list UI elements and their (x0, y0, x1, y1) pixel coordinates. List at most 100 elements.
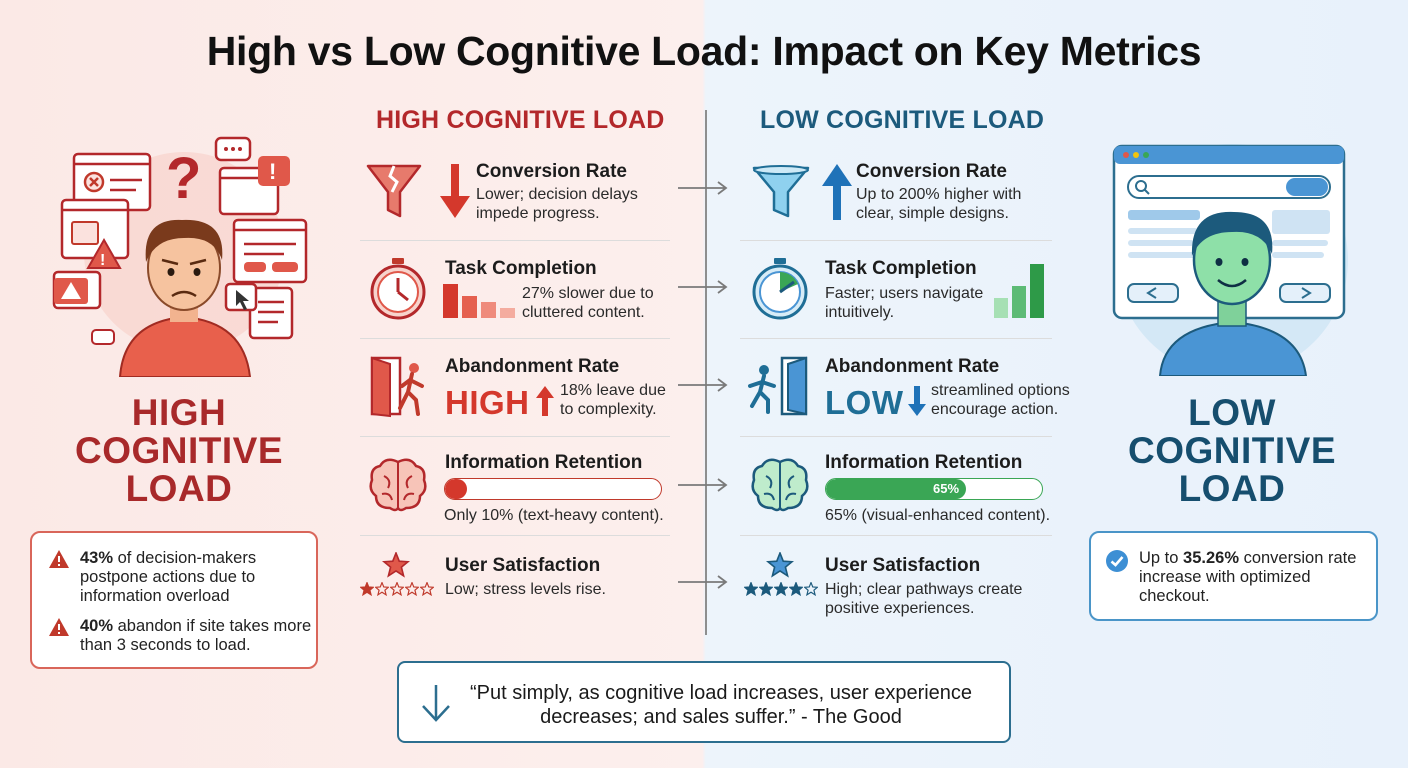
bar-track (444, 478, 662, 500)
stat-value: 43% (80, 549, 114, 567)
task-desc-low: Faster; users navigate intuitively. (825, 285, 984, 321)
conversion-title-low: Conversion Rate (856, 161, 1007, 182)
overloaded-user-illustration: ? ! ! (52, 136, 308, 377)
star-rating-star (375, 582, 389, 596)
stopwatch-icon (752, 258, 808, 320)
quote-box: “Put simply, as cognitive load increases… (397, 661, 1011, 743)
row-separator (360, 338, 670, 339)
row-separator (740, 535, 1052, 536)
retention-bar-high: 10% (444, 478, 662, 500)
bar-fill (826, 479, 967, 499)
right-arrow-icon (678, 575, 728, 589)
heading-line: COGNITIVE (74, 430, 284, 471)
retention-desc-low: 65% (visual-enhanced content). (825, 507, 1051, 524)
satisfaction-title-low: User Satisfaction (825, 555, 981, 576)
relaxed-user-illustration (1112, 144, 1348, 376)
star-icon (766, 552, 794, 578)
star-rating-low (744, 582, 820, 596)
row-separator (360, 436, 670, 437)
brain-icon (751, 458, 809, 512)
bar-track (825, 478, 1043, 500)
star-rating-star (420, 582, 434, 596)
row-separator (740, 338, 1052, 339)
stopwatch-icon (370, 258, 426, 320)
exit-door-icon (370, 356, 424, 418)
heading-line: COGNITIVE (1127, 430, 1337, 471)
heading-line: LOAD (125, 468, 233, 509)
satisfaction-desc-high: Low; stress levels rise. (445, 581, 606, 598)
row-separator (740, 240, 1052, 241)
star-icon (382, 552, 410, 578)
high-load-stats-callout: 43% of decision-makers postpone actions … (30, 531, 318, 669)
stat-abandon: 40% abandon if site takes more than 3 se… (80, 617, 312, 655)
stat-value: 35.26% (1183, 549, 1239, 567)
stat-text: of decision-makers postpone actions due … (80, 549, 257, 605)
star-rating-star (744, 582, 758, 596)
row-separator (360, 240, 670, 241)
bar-label: 10% (473, 481, 501, 496)
star-rating-star (360, 582, 374, 596)
rising-bars-icon (994, 264, 1044, 318)
high-load-side-heading: HIGH COGNITIVE LOAD (44, 394, 314, 508)
satisfaction-desc-low: High; clear pathways create positive exp… (825, 581, 1023, 617)
row-separator (740, 436, 1052, 437)
star-rating-star (759, 582, 773, 596)
low-load-column-heading: LOW COGNITIVE LOAD (760, 106, 1045, 134)
star-rating-star (405, 582, 419, 596)
heading-line: LOAD (1178, 468, 1286, 509)
high-load-column-heading: HIGH COGNITIVE LOAD (376, 106, 665, 134)
abandonment-title-low: Abandonment Rate (825, 356, 1000, 377)
row-separator (360, 535, 670, 536)
check-circle-icon (1106, 550, 1128, 572)
retention-desc-high: Only 10% (text-heavy content). (444, 507, 664, 524)
stat-text: conversion rate increase with optimized … (1139, 549, 1357, 605)
retention-title-high: Information Retention (445, 452, 643, 473)
star-rating-star (804, 582, 818, 596)
broken-funnel-icon (366, 164, 422, 218)
up-arrow-icon (822, 164, 852, 220)
star-rating-star (774, 582, 788, 596)
down-arrow-icon (440, 164, 470, 218)
bar-fill (445, 479, 467, 499)
down-arrow-icon (908, 386, 926, 416)
down-arrow-icon (422, 685, 450, 722)
stat-checkout: Up to 35.26% conversion rate increase wi… (1139, 549, 1375, 606)
task-title-high: Task Completion (445, 258, 597, 279)
right-arrow-icon (678, 181, 728, 195)
task-title-low: Task Completion (825, 258, 977, 279)
warning-icon (49, 618, 69, 636)
bar-label: 65% (932, 481, 960, 496)
conversion-title-high: Conversion Rate (476, 161, 627, 182)
stat-text: abandon if site takes more than 3 second… (80, 617, 312, 654)
stat-value: 40% (80, 617, 114, 635)
retention-title-low: Information Retention (825, 452, 1023, 473)
svg-text:!: ! (269, 159, 276, 184)
page-title: High vs Low Cognitive Load: Impact on Ke… (206, 28, 1202, 74)
up-arrow-icon (536, 386, 554, 416)
low-load-stats-callout: Up to 35.26% conversion rate increase wi… (1089, 531, 1378, 621)
satisfaction-title-high: User Satisfaction (445, 555, 601, 576)
star-rating-high (360, 582, 436, 596)
retention-bar-low: 65% (825, 478, 1043, 500)
abandonment-desc-low: streamlined options encourage action. (931, 382, 1070, 418)
stat-prefix: Up to (1139, 549, 1184, 567)
declining-bars-icon (443, 284, 515, 318)
conversion-desc-low: Up to 200% higher with clear, simple des… (856, 186, 1022, 222)
brain-icon (369, 458, 427, 512)
right-arrow-icon (678, 478, 728, 492)
star-rating-star (789, 582, 803, 596)
heading-line: LOW (1188, 392, 1276, 433)
abandonment-title-high: Abandonment Rate (445, 356, 620, 377)
quote-text: “Put simply, as cognitive load increases… (469, 682, 973, 728)
running-exit-icon (748, 356, 808, 416)
funnel-icon (752, 165, 810, 218)
abandonment-level-low: LOW (825, 384, 904, 421)
star-rating-star (390, 582, 404, 596)
svg-text:?: ? (166, 146, 201, 211)
conversion-desc-high: Lower; decision delays impede progress. (476, 186, 638, 222)
stat-decision-makers: 43% of decision-makers postpone actions … (80, 549, 310, 606)
heading-line: HIGH (131, 392, 227, 433)
abandonment-desc-high: 18% leave due to complexity. (560, 382, 666, 418)
warning-icon (49, 550, 69, 568)
low-load-side-heading: LOW COGNITIVE LOAD (1094, 394, 1370, 508)
